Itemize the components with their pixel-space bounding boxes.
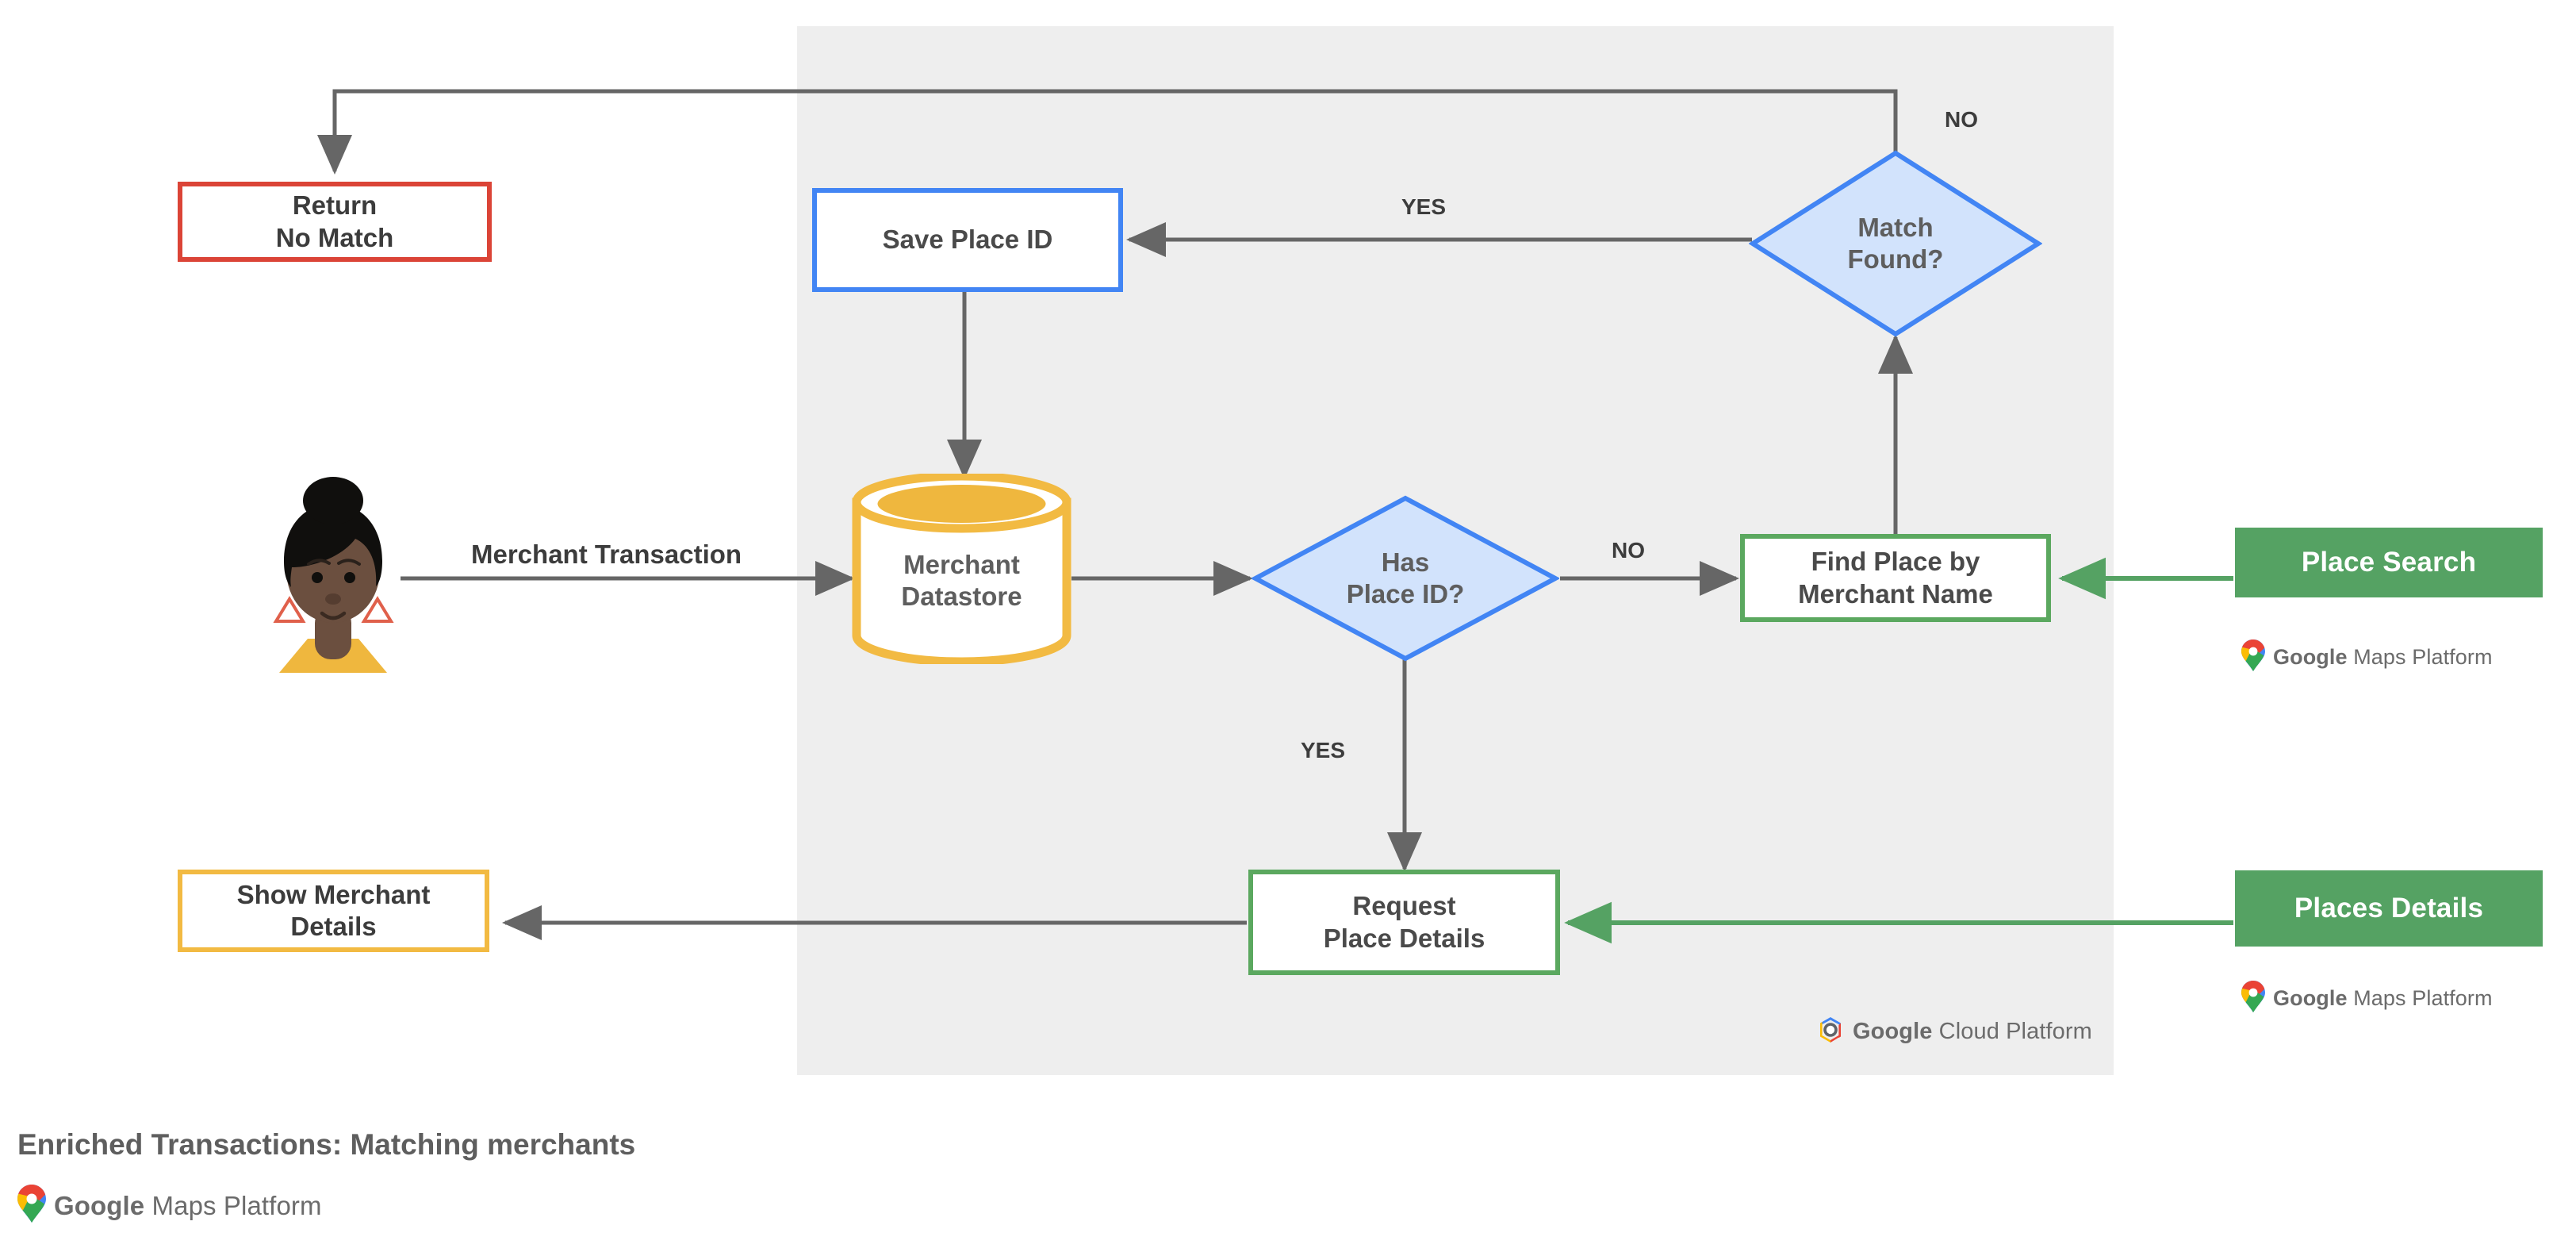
page-caption: Enriched Transactions: Matching merchant…	[17, 1128, 636, 1161]
node-merchant-datastore-label: Merchant Datastore	[901, 549, 1022, 611]
node-match-found-label: Match Found?	[1847, 213, 1944, 274]
place-search-brand-suffix: Maps Platform	[2353, 645, 2493, 669]
google-cloud-platform-brand: Google Cloud Platform	[1816, 1016, 2092, 1048]
node-show-merchant-details-label: Show Merchant Details	[236, 879, 431, 941]
google-maps-pin-icon	[2241, 981, 2265, 1016]
places-details-brand-prefix: Google	[2273, 986, 2348, 1010]
places-details-maps-platform-brand: Google Maps Platform	[2241, 981, 2493, 1016]
node-show-merchant-details[interactable]: Show Merchant Details	[178, 870, 489, 952]
node-merchant-datastore[interactable]: Merchant Datastore	[852, 474, 1071, 664]
edge-label-has-place-id-yes: YES	[1301, 738, 1346, 762]
node-save-place-id-label: Save Place ID	[882, 225, 1053, 255]
node-has-place-id-label: Has Place ID?	[1346, 547, 1465, 609]
chip-place-search-label: Place Search	[2301, 547, 2477, 578]
node-save-place-id[interactable]: Save Place ID	[812, 188, 1123, 292]
footer-brand-suffix: Maps Platform	[151, 1190, 322, 1220]
google-maps-pin-icon	[2241, 639, 2265, 675]
node-return-no-match[interactable]: Return No Match	[178, 182, 492, 262]
node-request-place-details-label: Request Place Details	[1323, 891, 1485, 953]
node-find-place-by-merchant-name[interactable]: Find Place by Merchant Name	[1740, 534, 2051, 622]
places-details-brand-suffix: Maps Platform	[2353, 986, 2493, 1010]
place-search-maps-platform-brand: Google Maps Platform	[2241, 639, 2493, 675]
node-match-found-decision[interactable]: Match Found?	[1749, 149, 2042, 338]
google-maps-pin-icon	[17, 1185, 46, 1227]
node-return-no-match-label: Return No Match	[275, 190, 394, 252]
place-search-brand-text: Google Maps Platform	[2273, 645, 2493, 670]
gcp-brand-suffix: Cloud Platform	[1938, 1019, 2092, 1044]
node-request-place-details[interactable]: Request Place Details	[1248, 870, 1560, 975]
edge-label-merchant-transaction: Merchant Transaction	[471, 540, 742, 569]
place-search-brand-prefix: Google	[2273, 645, 2348, 669]
edge-label-has-place-id-no: NO	[1612, 538, 1645, 563]
google-cloud-hexagon-icon	[1816, 1016, 1845, 1048]
customer-avatar	[262, 463, 404, 677]
gcp-brand-text: Google Cloud Platform	[1853, 1019, 2092, 1045]
node-has-place-id-decision[interactable]: Has Place ID?	[1252, 494, 1559, 662]
edge-label-match-found-yes: YES	[1401, 194, 1447, 219]
node-find-place-by-merchant-name-label: Find Place by Merchant Name	[1798, 547, 1993, 609]
footer-brand-prefix: Google	[54, 1190, 145, 1220]
footer-maps-platform-brand: Google Maps Platform	[17, 1185, 322, 1227]
footer-brand-text: Google Maps Platform	[54, 1191, 322, 1221]
chip-place-search[interactable]: Place Search	[2235, 528, 2543, 597]
places-details-brand-text: Google Maps Platform	[2273, 986, 2493, 1011]
gcp-brand-prefix: Google	[1853, 1019, 1933, 1044]
edge-label-match-found-no: NO	[1945, 107, 1978, 132]
chip-places-details-label: Places Details	[2294, 893, 2484, 924]
chip-places-details[interactable]: Places Details	[2235, 870, 2543, 947]
